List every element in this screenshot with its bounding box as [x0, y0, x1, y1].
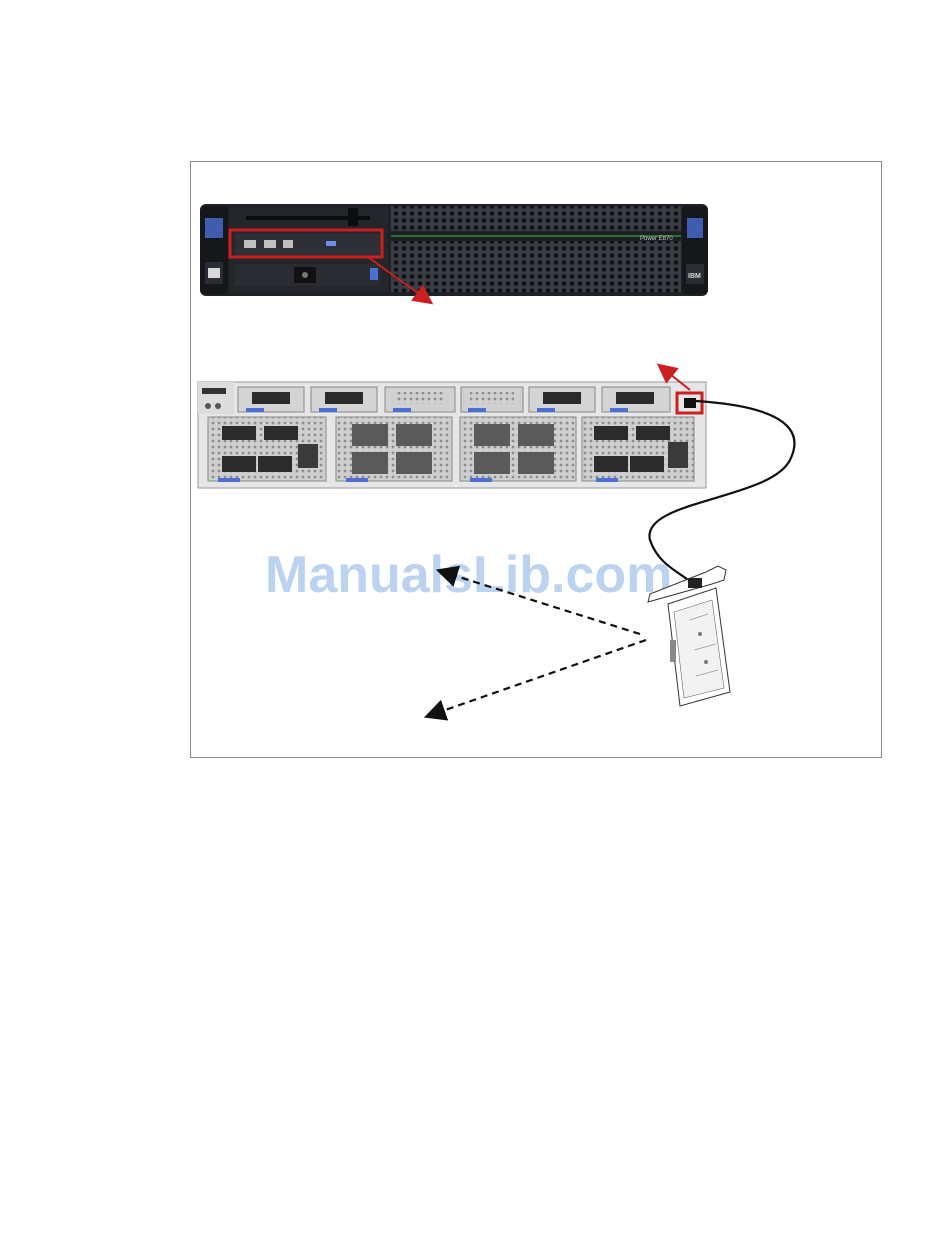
server-front-view: Power E870 IBM [200, 204, 708, 296]
server-rear-view [198, 382, 706, 488]
ibm-logo: IBM [688, 273, 701, 280]
front-brand-label: Power E870 [640, 236, 673, 242]
watermark: ManualsLib.com [265, 546, 672, 604]
rear-top-module-row [238, 387, 670, 412]
rear-bottom-module-row [208, 417, 694, 482]
dashed-arrow-lower [428, 640, 646, 716]
